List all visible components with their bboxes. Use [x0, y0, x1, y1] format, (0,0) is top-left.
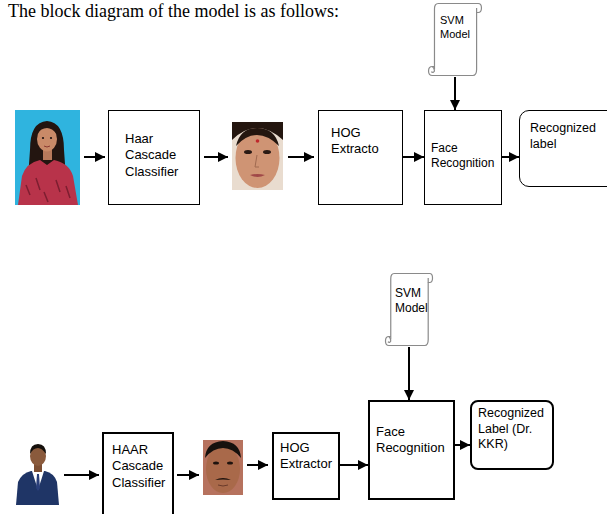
crop-mustache	[215, 478, 231, 480]
box-label: HOG Extractor	[280, 440, 332, 473]
crop-background	[203, 440, 243, 495]
face-crop-photo	[203, 440, 243, 495]
box-label: Recognized label	[530, 121, 607, 152]
flow-arrow	[64, 474, 99, 476]
crop-bindi	[256, 139, 260, 143]
flow-arrow	[288, 156, 314, 158]
crop-fringe	[236, 128, 279, 146]
crop-hair	[205, 441, 241, 458]
process-box: Face Recognition	[424, 110, 502, 205]
crop-nose	[255, 155, 259, 167]
process-box: Haar Cascade Classifier	[108, 110, 200, 205]
flow-arrow	[408, 347, 410, 400]
flow-arrow	[502, 156, 519, 158]
crop-face	[206, 445, 240, 493]
portrait-photo	[15, 440, 60, 505]
photo-eye	[50, 137, 52, 139]
photo-hair	[30, 444, 46, 454]
photo-tie	[36, 474, 40, 491]
process-box: Face Recognition	[368, 400, 455, 500]
box-label: Recognized Label (Dr. KKR)	[478, 406, 546, 453]
photo-background	[15, 440, 60, 505]
flow-arrow	[455, 444, 470, 446]
photo-background	[15, 110, 80, 205]
box-label: SVM Model	[440, 14, 476, 42]
scroll-curl	[388, 278, 428, 342]
crop-eye	[227, 461, 233, 464]
box-label: HAAR Cascade Classifier	[112, 442, 166, 491]
process-box: HOG Extractor	[272, 432, 340, 500]
scroll-paper	[385, 274, 432, 346]
intro-sentence: The block diagram of the model is as fol…	[8, 1, 339, 22]
photo-suit	[16, 471, 59, 505]
crop-background	[232, 122, 283, 190]
output-box: Recognized Label (Dr. KKR)	[470, 400, 554, 470]
crop-eye	[244, 150, 252, 154]
photo-shirt	[32, 471, 44, 490]
photo-dress-pattern	[26, 178, 70, 202]
box-label: Face Recognition	[431, 141, 495, 171]
flow-arrow	[454, 77, 456, 110]
crop-face	[236, 128, 280, 188]
flow-arrow	[177, 474, 199, 476]
flow-arrow	[84, 156, 105, 158]
flow-arrow	[247, 464, 268, 466]
flow-arrow	[204, 156, 228, 158]
crop-lips	[250, 174, 265, 177]
box-label: Haar Cascade Classifier	[125, 131, 193, 180]
flow-arrow	[340, 464, 368, 466]
photo-fringe	[37, 124, 57, 134]
flow-arrow	[403, 156, 424, 158]
box-label: Face Recognition	[376, 424, 447, 457]
scroll-paper	[429, 4, 482, 76]
photo-eye	[42, 137, 44, 139]
photo-dress	[18, 160, 78, 205]
face-crop-photo	[232, 122, 283, 190]
output-box: Recognized label	[519, 110, 607, 187]
model-scroll: SVM Model	[428, 2, 482, 77]
model-scroll: SVM Model	[385, 272, 433, 347]
crop-eye	[213, 461, 219, 464]
scroll-curl	[431, 8, 476, 72]
crop-eye	[263, 150, 271, 154]
photo-mouth	[44, 146, 50, 147]
crop-mouth	[218, 485, 228, 486]
process-box: HAAR Cascade Classifier	[102, 432, 174, 514]
portrait-photo	[15, 110, 80, 205]
process-box: HOG Extracto	[318, 110, 403, 205]
box-label: SVM Model	[395, 286, 428, 316]
box-label: HOG Extracto	[331, 125, 396, 158]
